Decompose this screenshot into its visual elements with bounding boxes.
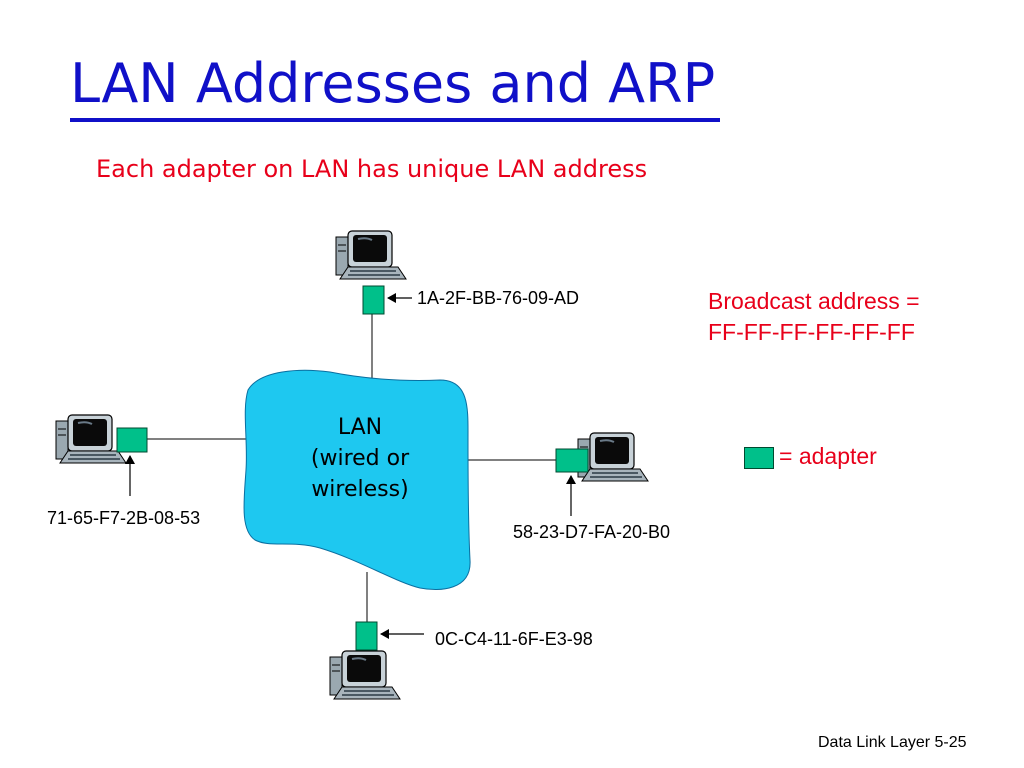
address-right: 58-23-D7-FA-20-B0 <box>513 522 671 542</box>
lan-cloud-label: LAN (wired or wireless) <box>300 412 420 505</box>
lan-cloud <box>243 369 471 591</box>
adapter-top-icon <box>362 285 385 315</box>
computer-top-icon <box>335 230 407 280</box>
adapter-bottom-icon <box>355 621 378 651</box>
adapter-left-icon <box>116 427 148 453</box>
broadcast-address: Broadcast address = FF-FF-FF-FF-FF-FF <box>708 286 920 348</box>
address-left: 71-65-F7-2B-08-53 <box>47 508 201 528</box>
broadcast-line2: FF-FF-FF-FF-FF-FF <box>708 319 915 345</box>
title-underline <box>70 118 720 122</box>
lan-label-line2: (wired or <box>310 446 410 471</box>
computer-bottom-icon <box>329 650 401 700</box>
slide-subtitle: Each adapter on LAN has unique LAN addre… <box>96 155 648 183</box>
address-top: 1A-2F-BB-76-09-AD <box>417 288 580 308</box>
lan-label-line3: wireless) <box>311 477 409 502</box>
computer-left-icon <box>55 414 127 464</box>
broadcast-line1: Broadcast address = <box>708 288 920 314</box>
slide-title: LAN Addresses and ARP <box>70 52 716 115</box>
address-bottom: 0C-C4-11-6F-E3-98 <box>435 629 593 649</box>
adapter-right-icon <box>555 448 589 473</box>
legend-adapter-icon <box>744 447 774 469</box>
lan-label-line1: LAN <box>337 415 383 440</box>
slide-footer: Data Link Layer 5-25 <box>818 734 967 751</box>
legend-label: = adapter <box>779 443 877 469</box>
